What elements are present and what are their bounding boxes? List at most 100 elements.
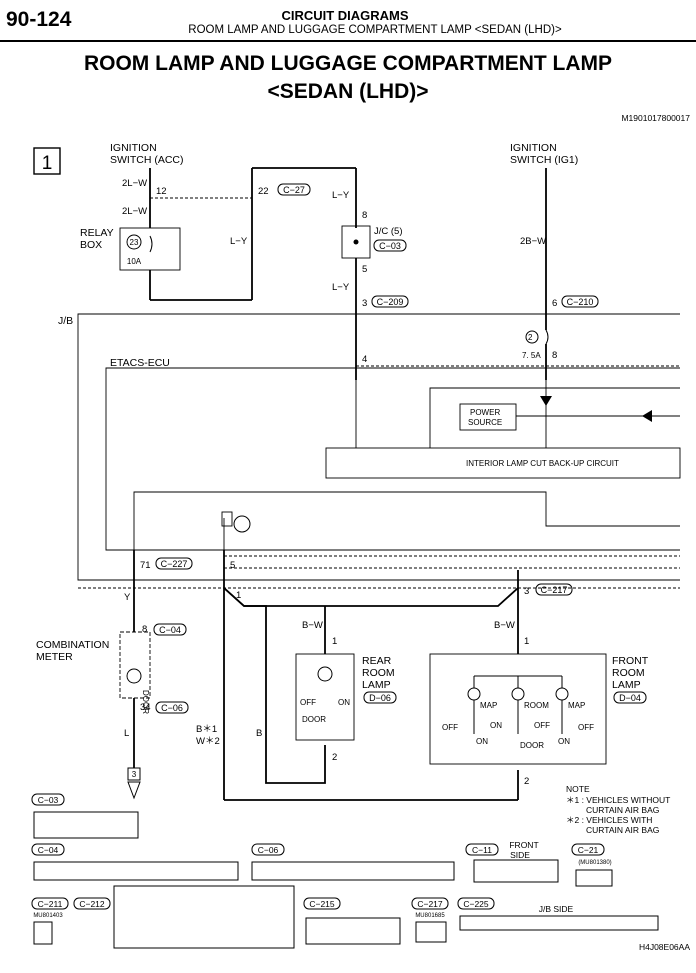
front-off-left-label: OFF <box>442 723 458 732</box>
power-outline <box>429 387 680 448</box>
ign-ig1-label-1: IGNITION <box>510 142 557 154</box>
pin-4: 4 <box>362 354 367 365</box>
rear-off-label: OFF <box>300 698 316 707</box>
connector-c210: C−210 <box>567 297 594 307</box>
note-title: NOTE <box>566 784 590 794</box>
note1-line1: ＊1 : VEHICLES WITHOUT <box>566 795 670 805</box>
room-label: ROOM <box>524 701 549 710</box>
diagram-code: M1901017800017 <box>621 113 690 123</box>
wire-code-l: L <box>124 728 129 739</box>
connector-d04: D−04 <box>619 693 641 703</box>
note2-line2: CURTAIN AIR BAG <box>586 825 659 835</box>
connector-c211-tag <box>31 897 69 910</box>
front-off-right-label: OFF <box>578 723 594 732</box>
connector-c212-tag <box>73 897 111 910</box>
door-indicator-icon <box>126 668 142 684</box>
front-room-label-1: FRONT <box>612 655 649 667</box>
map-right-label: MAP <box>568 701 585 710</box>
pin-2-front: 2 <box>524 776 529 787</box>
fuse-10a-label: 10A <box>127 257 142 266</box>
pin-5-bottom: 5 <box>230 560 235 571</box>
connector-c04-meter: C−04 <box>159 625 181 635</box>
relay-box <box>119 227 181 271</box>
connector-c06-view <box>251 861 455 881</box>
connector-c212-view-label: C−212 <box>79 899 105 909</box>
connector-c225-view-label: C−225 <box>463 899 489 909</box>
diagram-title-line2: <SEDAN (LHD)> <box>267 80 429 103</box>
front-side-label-1: FRONT <box>509 840 538 850</box>
relay-fuse-symbol <box>149 235 153 253</box>
pin-2-rear: 2 <box>332 752 337 763</box>
rear-room-label-2: ROOM <box>362 667 395 679</box>
connector-c03-jc: C−03 <box>379 241 401 251</box>
wire-code-2bw: 2B−W <box>520 236 546 247</box>
jb-outline <box>77 313 680 581</box>
connector-c225-view <box>459 915 659 931</box>
connector-c03-tag <box>31 793 65 806</box>
connector-c215-tag <box>303 897 341 910</box>
pin-34: 34 <box>140 702 151 713</box>
pin-6-c210: 6 <box>552 298 557 309</box>
fuse-23-label: 23 <box>130 238 139 247</box>
connector-c227: C−227 <box>161 559 188 569</box>
wire-code-ly-bottom: L−Y <box>332 282 350 293</box>
map-left-label: MAP <box>480 701 497 710</box>
connector-c03-view <box>33 811 139 839</box>
connector-c217-tag <box>411 897 449 910</box>
rear-lamp-bulb-icon <box>317 666 333 682</box>
connector-c04-tag <box>31 843 65 856</box>
connector-c217-view-label: C−217 <box>417 899 443 909</box>
map-lamp-left-icon <box>467 687 481 701</box>
pin-12: 12 <box>156 186 167 197</box>
front-door-label: DOOR <box>520 741 544 750</box>
sheet-number-box <box>33 147 61 175</box>
pin-3-c217: 3 <box>524 586 529 597</box>
connector-c21-view-label: C−21 <box>578 845 599 855</box>
interior-cut-box <box>325 447 681 479</box>
etacs-label: ETACS-ECU <box>110 357 170 369</box>
wire-code-2lw-bottom: 2L−W <box>122 206 147 217</box>
diode-icon <box>540 396 552 406</box>
wire-code-ly-left: L−Y <box>230 236 248 247</box>
jc-label: J/C (5) <box>374 226 403 237</box>
front-room-label-2: ROOM <box>612 667 645 679</box>
jc-node <box>353 239 359 245</box>
connector-c06-meter: C−06 <box>161 703 183 713</box>
power-source-label-2: SOURCE <box>468 418 502 427</box>
pin-22: 22 <box>258 186 269 197</box>
sheet-number: 1 <box>42 153 53 174</box>
wire-code-y: Y <box>124 592 131 603</box>
connector-c217-view <box>415 921 447 943</box>
ign-acc-label-2: SWITCH (ACC) <box>110 154 184 166</box>
connector-tags: C−27 C−03 C−209 C−210 C−227 C−217 C−04 C… <box>153 183 647 714</box>
pin-1-rear: 1 <box>332 636 337 647</box>
rear-room-label-3: LAMP <box>362 679 391 691</box>
connector-c212-view <box>113 885 295 949</box>
pin-8-jc: 8 <box>362 210 367 221</box>
ground-arrow-icon <box>127 781 141 800</box>
fuse-2-marker <box>525 330 539 344</box>
comb-meter-label-1: COMBINATION <box>36 639 109 651</box>
connector-c225-tag <box>457 897 495 910</box>
wire-code-b-star1: B＊1 <box>196 724 217 735</box>
power-source-label-1: POWER <box>470 408 500 417</box>
jc-box <box>341 225 371 259</box>
front-side-label-2: SIDE <box>510 850 530 860</box>
ground-tag: 3 <box>132 770 137 779</box>
wire-bw-bus <box>223 587 519 607</box>
rear-on-label: ON <box>338 698 350 707</box>
connector-d06: D−06 <box>369 693 391 703</box>
connector-c211-view <box>33 921 53 945</box>
transistor-icon <box>233 515 251 533</box>
rear-door-label: DOOR <box>302 715 326 724</box>
ign-ig1-label-2: SWITCH (IG1) <box>510 154 578 166</box>
wire-code-bw-front: B−W <box>494 620 515 631</box>
room-lamp-icon <box>511 687 525 701</box>
connector-c211-view-label: C−211 <box>38 899 63 909</box>
ground-tag-box <box>127 767 141 781</box>
connector-c217: C−217 <box>541 585 568 595</box>
fuse-2-label: 2 <box>528 333 533 342</box>
page-number: 90-124 <box>6 8 72 31</box>
wire-code-bw-rear: B−W <box>302 620 323 631</box>
